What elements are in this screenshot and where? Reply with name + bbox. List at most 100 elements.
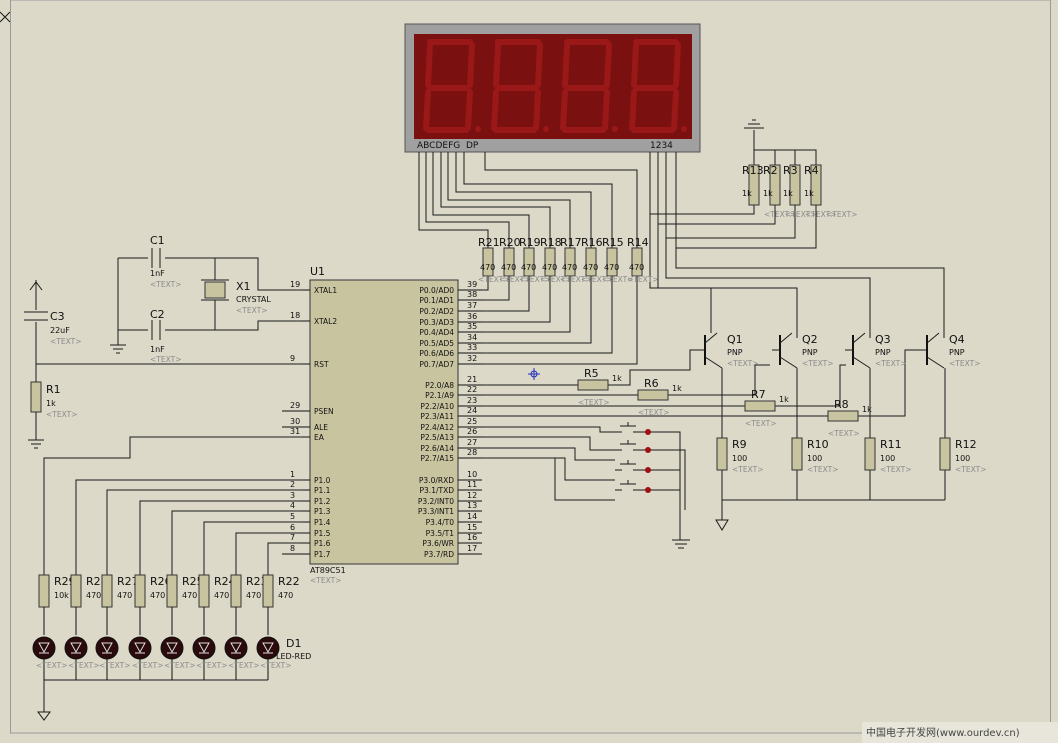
segment-resistor-ref: R18 — [540, 236, 562, 249]
mcu-right-pin-name: P0.5/AD5 — [419, 339, 454, 348]
red-led[interactable]: <TEXT> — [128, 636, 163, 680]
emitter-resistor — [716, 437, 728, 471]
transistor-text: <TEXT> — [949, 359, 980, 368]
red-led[interactable]: <TEXT> — [192, 636, 227, 680]
emitter-resistor-text: <TEXT> — [880, 465, 911, 474]
red-led[interactable]: <TEXT> — [224, 636, 259, 680]
segment-resistor-ref: R19 — [519, 236, 541, 249]
watermark: 中国电子开发网(www.ourdev.cn) — [866, 726, 1020, 739]
digit-resistor-text: <TEXT> — [826, 210, 857, 219]
push-button[interactable] — [615, 422, 651, 435]
pushbutton-group[interactable] — [482, 426, 690, 549]
digit-1 — [423, 39, 481, 133]
segment — [465, 89, 473, 131]
c1-ref: C1 — [150, 234, 165, 247]
mcu-left-pin-name: P1.1 — [314, 486, 331, 495]
digit-resistor — [748, 164, 760, 206]
decimal-point — [475, 126, 481, 132]
mcu-right-pin-name: P0.3/AD3 — [419, 318, 454, 327]
base-resistor-text: <TEXT> — [828, 429, 859, 438]
reset-labels: C3 22uF <TEXT> R1 1k <TEXT> — [46, 310, 81, 419]
mcu-right-pin-name: P2.3/A11 — [420, 412, 454, 421]
cursor-marker — [528, 368, 540, 380]
segment-resistor-text: <TEXT> — [581, 275, 612, 284]
mcu-right-pin-name: P2.5/A13 — [420, 433, 454, 442]
transistor-text: <TEXT> — [875, 359, 906, 368]
mcu-right-pin-name: P3.2/INT0 — [418, 497, 454, 506]
mcu-left-pin-number: 2 — [290, 480, 295, 489]
base-resistor — [577, 379, 609, 391]
red-led[interactable]: <TEXT> — [95, 636, 130, 680]
digit-resistor-value: 1k — [763, 189, 773, 198]
segment-resistor-text: <TEXT> — [499, 275, 530, 284]
mcu-right-pin-name: P0.0/AD0 — [419, 286, 454, 295]
red-led[interactable]: <TEXT> — [160, 636, 195, 680]
r1-text: <TEXT> — [46, 410, 77, 419]
led-resistor-ref: R26 — [150, 575, 172, 588]
segment-resistor-ref: R20 — [499, 236, 521, 249]
led-resistor-ref: R24 — [214, 575, 236, 588]
led-resistor-ref: R29 — [54, 575, 76, 588]
push-button[interactable] — [615, 480, 651, 493]
digit-resistor-value: 1k — [742, 189, 752, 198]
led-text: <TEXT> — [68, 661, 99, 670]
mcu-left-pin-number: 7 — [290, 533, 295, 542]
mcu-u1[interactable]: U1 AT89C51 <TEXT> 19XTAL118XTAL29RST29PS… — [282, 265, 482, 585]
seven-segment-display[interactable]: ABCDEFG DP 1234 — [404, 23, 701, 153]
x1-ref: X1 — [236, 280, 251, 293]
digit-resistor-text: <TEXT> — [805, 210, 836, 219]
c2-ref: C2 — [150, 308, 165, 321]
digit-resistor-ref: R4 — [804, 164, 819, 177]
emitter-resistor-text: <TEXT> — [732, 465, 763, 474]
base-resistor-text: <TEXT> — [638, 408, 669, 417]
led-group[interactable]: <TEXT><TEXT><TEXT><TEXT><TEXT><TEXT><TEX… — [32, 636, 311, 680]
mcu-left-pin-name: PSEN — [314, 407, 334, 416]
emitter-resistor-ref: R9 — [732, 438, 747, 451]
segment-resistor-group: R21470<TEXT>R20470<TEXT>R19470<TEXT>R184… — [478, 236, 658, 284]
c2-value: 1nF — [150, 345, 165, 354]
mcu-right-pin-number: 11 — [467, 480, 477, 489]
crystal-circuit[interactable] — [110, 248, 302, 354]
segment-resistor-value: 470 — [542, 263, 557, 272]
reset-circuit[interactable] — [24, 280, 302, 449]
segment — [562, 42, 570, 88]
buttons[interactable] — [615, 422, 651, 493]
mcu-left-pin-name: P1.0 — [314, 476, 331, 485]
mcu-right-pin-number: 34 — [467, 333, 477, 342]
push-button[interactable] — [615, 460, 651, 473]
push-button[interactable] — [615, 440, 651, 453]
mcu-right-pin-name: P3.6/WR — [422, 539, 454, 548]
segment-resistor-ref: R21 — [478, 236, 500, 249]
segment — [671, 89, 679, 131]
red-led[interactable]: <TEXT> — [32, 636, 67, 680]
crystal-labels: C1 1nF <TEXT> C2 1nF <TEXT> X1 CRYSTAL <… — [150, 234, 271, 364]
mcu-right-pin-name: P0.4/AD4 — [419, 328, 454, 337]
ea-wire — [43, 436, 302, 575]
mcu-left-pin-number: 3 — [290, 491, 295, 500]
mcu-left-pin-number: 8 — [290, 544, 295, 553]
mcu-right-pin-number: 12 — [467, 491, 477, 500]
segment-resistor-text: <TEXT> — [627, 275, 658, 284]
digit-resistor-ref: R13 — [742, 164, 764, 177]
mcu-left-pin-number: 19 — [290, 280, 300, 289]
mcu-right-pin-number: 15 — [467, 523, 477, 532]
red-led[interactable]: <TEXT> — [64, 636, 99, 680]
led-resistor — [38, 574, 50, 608]
red-led[interactable]: <TEXT> — [256, 636, 291, 680]
decimal-point — [681, 126, 687, 132]
led-resistor-value: 470 — [182, 591, 197, 600]
display-digits — [423, 39, 687, 133]
transistor-text: <TEXT> — [727, 359, 758, 368]
transistor-ref: Q2 — [802, 333, 818, 346]
segment-resistor-text: <TEXT> — [560, 275, 591, 284]
base-resistor — [744, 400, 776, 412]
mcu-pins: 19XTAL118XTAL29RST29PSEN30ALE31EA1P1.02P… — [282, 280, 482, 559]
segment-resistor-ref: R17 — [560, 236, 582, 249]
